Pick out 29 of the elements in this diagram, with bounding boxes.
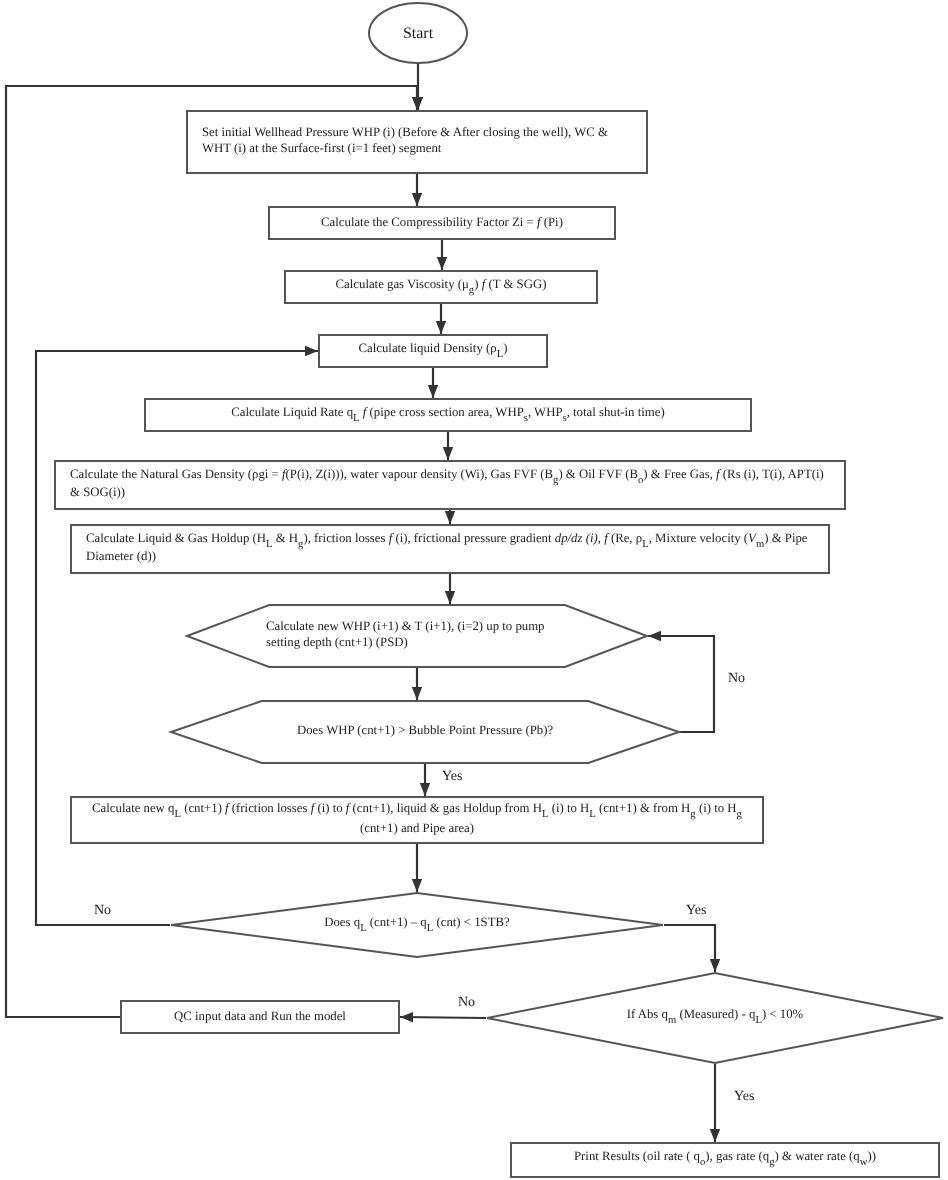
arrow — [648, 630, 716, 734]
process-box — [268, 206, 616, 240]
arrow — [411, 174, 423, 206]
arrow — [411, 668, 423, 700]
arrow — [442, 432, 454, 460]
arrow — [436, 240, 448, 270]
process-box — [120, 1000, 400, 1034]
arrow — [444, 510, 456, 524]
arrow — [419, 764, 431, 796]
arrow — [664, 923, 721, 972]
step-text: Start — [402, 23, 434, 43]
arrow — [435, 304, 447, 334]
start-ellipse — [368, 2, 468, 64]
process-box — [70, 524, 830, 574]
arrow — [427, 368, 439, 398]
arrow — [412, 64, 424, 110]
arrow — [444, 574, 456, 604]
process-box — [510, 1142, 940, 1178]
process-box — [284, 270, 598, 304]
process-box — [186, 110, 648, 174]
arrow — [709, 1064, 721, 1142]
process-box — [144, 398, 752, 432]
process-box — [70, 796, 764, 844]
arrow — [400, 1011, 486, 1023]
process-box — [318, 334, 548, 368]
arrow — [4, 84, 423, 1019]
process-box — [54, 460, 846, 510]
arrow — [34, 345, 318, 927]
arrow — [411, 844, 423, 892]
